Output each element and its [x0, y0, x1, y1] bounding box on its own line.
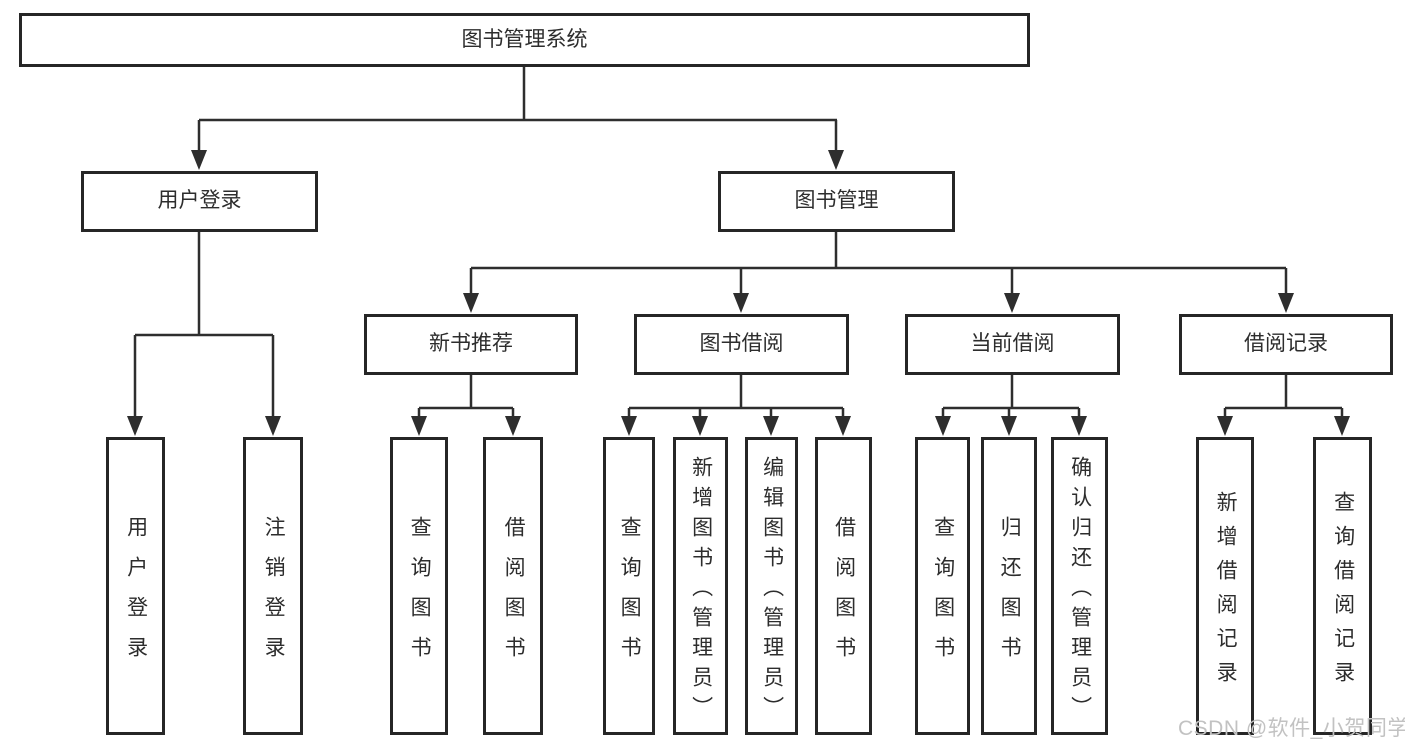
- node-leaf-add-books-admin: 新增图书（管理员）: [673, 437, 728, 735]
- node-leaf-query-books-3: 查询图书: [915, 437, 970, 735]
- node-leaf-logout: 注销登录: [243, 437, 303, 735]
- node-new-book-recommend: 新书推荐: [364, 314, 578, 375]
- node-leaf-query-borrow-record: 查询借阅记录: [1313, 437, 1372, 735]
- arrowheads: [127, 150, 1350, 436]
- node-book-borrowing: 图书借阅: [634, 314, 849, 375]
- node-user-login: 用户登录: [81, 171, 318, 232]
- node-current-borrowing: 当前借阅: [905, 314, 1120, 375]
- node-leaf-borrow-books-2: 借阅图书: [815, 437, 872, 735]
- node-borrowing-records: 借阅记录: [1179, 314, 1393, 375]
- node-leaf-query-books-2: 查询图书: [603, 437, 655, 735]
- node-leaf-return-books: 归还图书: [981, 437, 1037, 735]
- node-book-management: 图书管理: [718, 171, 955, 232]
- node-leaf-query-books-1: 查询图书: [390, 437, 448, 735]
- node-leaf-borrow-books-1: 借阅图书: [483, 437, 543, 735]
- csdn-watermark: CSDN @软件_小贺同学: [1178, 717, 1405, 740]
- node-library-management-system: 图书管理系统: [19, 13, 1030, 67]
- node-leaf-user-login: 用户登录: [106, 437, 165, 735]
- node-leaf-edit-books-admin: 编辑图书（管理员）: [745, 437, 798, 735]
- node-leaf-add-borrow-record: 新增借阅记录: [1196, 437, 1254, 735]
- node-leaf-confirm-return-admin: 确认归还（管理员）: [1051, 437, 1108, 735]
